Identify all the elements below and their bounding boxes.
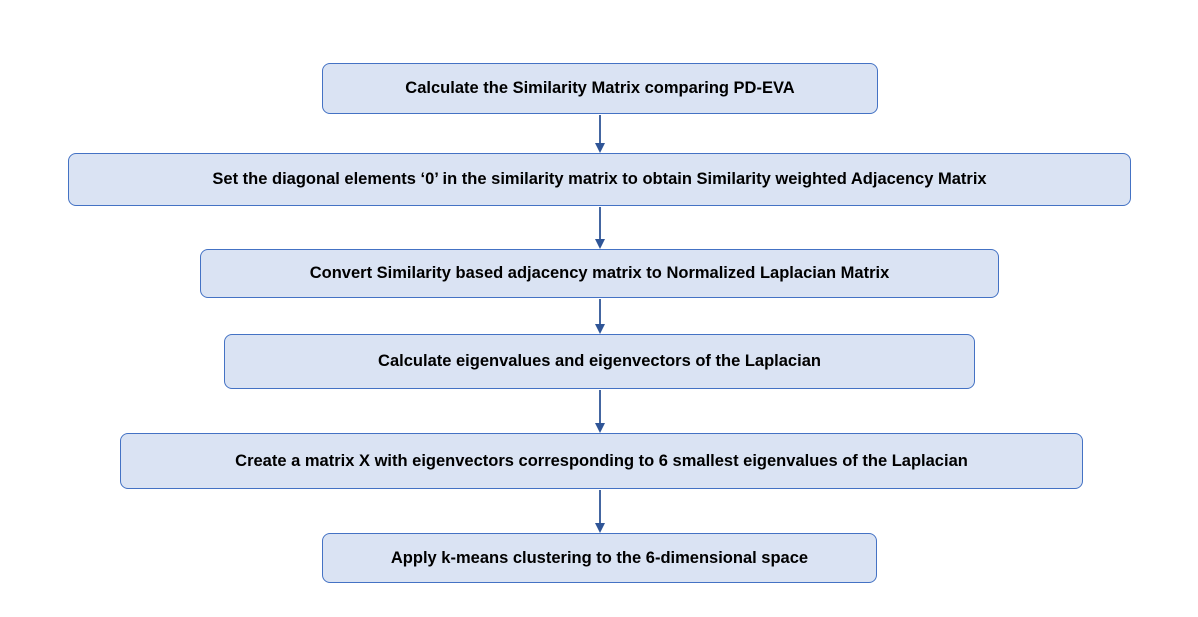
step-normalized-laplacian: Convert Similarity based adjacency matri… xyxy=(200,249,999,298)
step-kmeans-clustering: Apply k-means clustering to the 6-dimens… xyxy=(322,533,877,583)
step-label: Set the diagonal elements ‘0’ in the sim… xyxy=(212,170,987,188)
step-label: Calculate the Similarity Matrix comparin… xyxy=(405,79,795,97)
step-label: Create a matrix X with eigenvectors corr… xyxy=(235,451,968,470)
step-eigenvector-matrix: Create a matrix X with eigenvectors corr… xyxy=(120,433,1083,489)
step-adjacency-matrix: Set the diagonal elements ‘0’ in the sim… xyxy=(68,153,1131,206)
step-similarity-matrix: Calculate the Similarity Matrix comparin… xyxy=(322,63,878,114)
step-label: Convert Similarity based adjacency matri… xyxy=(309,264,890,282)
step-label: Calculate eigenvalues and eigenvectors o… xyxy=(378,352,821,370)
step-eigen-decomposition: Calculate eigenvalues and eigenvectors o… xyxy=(224,334,975,389)
step-label: Apply k-means clustering to the 6-dimens… xyxy=(390,548,809,567)
